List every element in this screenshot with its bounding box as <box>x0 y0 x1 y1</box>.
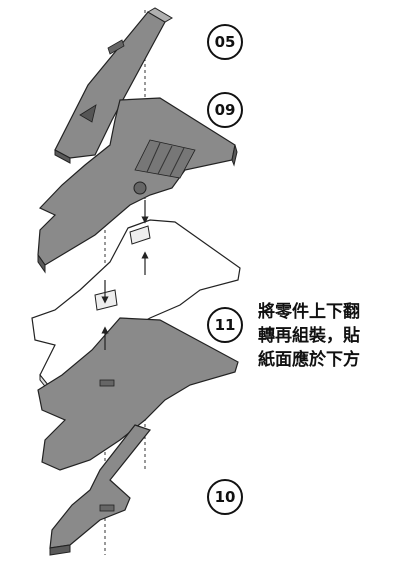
part-number-09: 09 <box>207 92 243 128</box>
part-10-shape <box>37 317 239 556</box>
part-number-05: 05 <box>207 24 243 60</box>
instruction-line-2: 轉再組裝，貼 <box>258 326 360 346</box>
part-05-shape <box>54 7 173 164</box>
part-number-11: 11 <box>207 307 243 343</box>
instruction-line-3: 紙面應於下方 <box>258 350 360 370</box>
instruction-note: 將零件上下翻 轉再組裝，貼 紙面應於下方 <box>258 300 406 372</box>
part-number-10: 10 <box>207 479 243 515</box>
instruction-line-1: 將零件上下翻 <box>258 302 360 322</box>
part-09-shape <box>37 97 238 274</box>
